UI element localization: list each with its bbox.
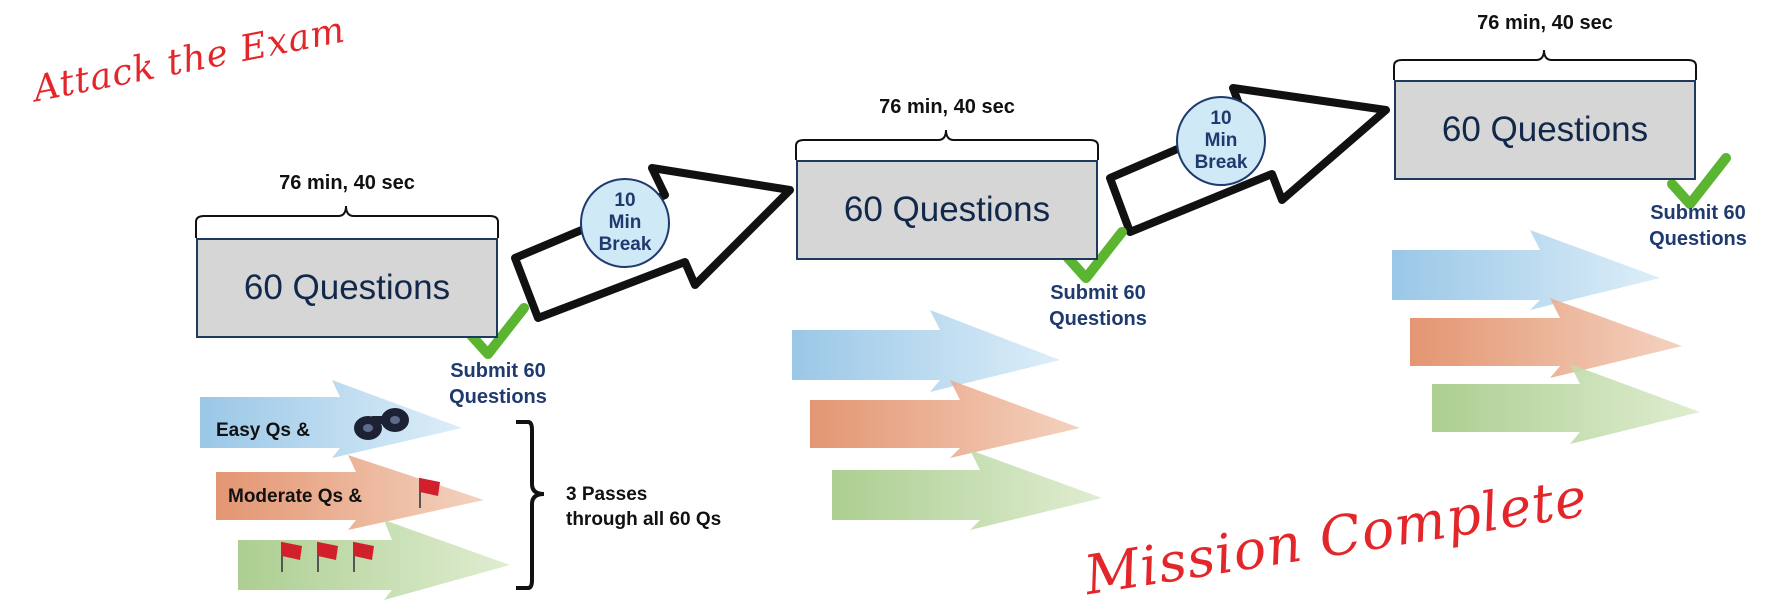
submit-label-3: Submit 60 Questions [1649, 202, 1747, 250]
pass-arrows-3 [1392, 230, 1700, 444]
break-circle-1: 10 Min Break [580, 178, 670, 268]
easy-pass-label: Easy Qs & [216, 420, 310, 441]
flag-icon [317, 542, 338, 572]
questions-box-1: 60 Questions [196, 238, 498, 338]
passes-brace [516, 420, 545, 590]
check-icon [1667, 153, 1731, 209]
time-brace-3 [1393, 49, 1697, 80]
time-brace-2 [795, 129, 1099, 160]
questions-box-2: 60 Questions [796, 160, 1098, 260]
flag-icon [353, 542, 374, 572]
flag-icon [281, 542, 302, 572]
check-icon [1063, 227, 1127, 283]
pass-arrows-1 [200, 380, 510, 600]
passes-summary: 3 Passes through all 60 Qs [566, 484, 722, 530]
submit-label-2: Submit 60 Questions [1049, 282, 1147, 330]
time-label-3: 76 min, 40 sec [1477, 12, 1613, 34]
time-label-2: 76 min, 40 sec [879, 96, 1015, 118]
pass-arrow-blue [200, 380, 462, 458]
questions-box-label: 60 Questions [1441, 110, 1649, 149]
pass-arrow-orange [216, 455, 484, 530]
submit-label-1: Submit 60 Questions [449, 360, 547, 408]
time-brace-1 [195, 205, 499, 238]
binoculars-icon [354, 408, 409, 440]
questions-box-3: 60 Questions [1394, 80, 1696, 180]
break-circle-2: 10 Min Break [1176, 96, 1266, 186]
flag-icon [419, 478, 440, 508]
moderate-pass-label: Moderate Qs & [228, 486, 363, 507]
pass-arrows-2 [792, 310, 1102, 530]
pass-arrow-green [238, 520, 510, 600]
questions-box-label: 60 Questions [843, 190, 1051, 229]
time-label-1: 76 min, 40 sec [279, 172, 415, 194]
questions-box-label: 60 Questions [243, 268, 451, 307]
check-icon [465, 303, 529, 359]
